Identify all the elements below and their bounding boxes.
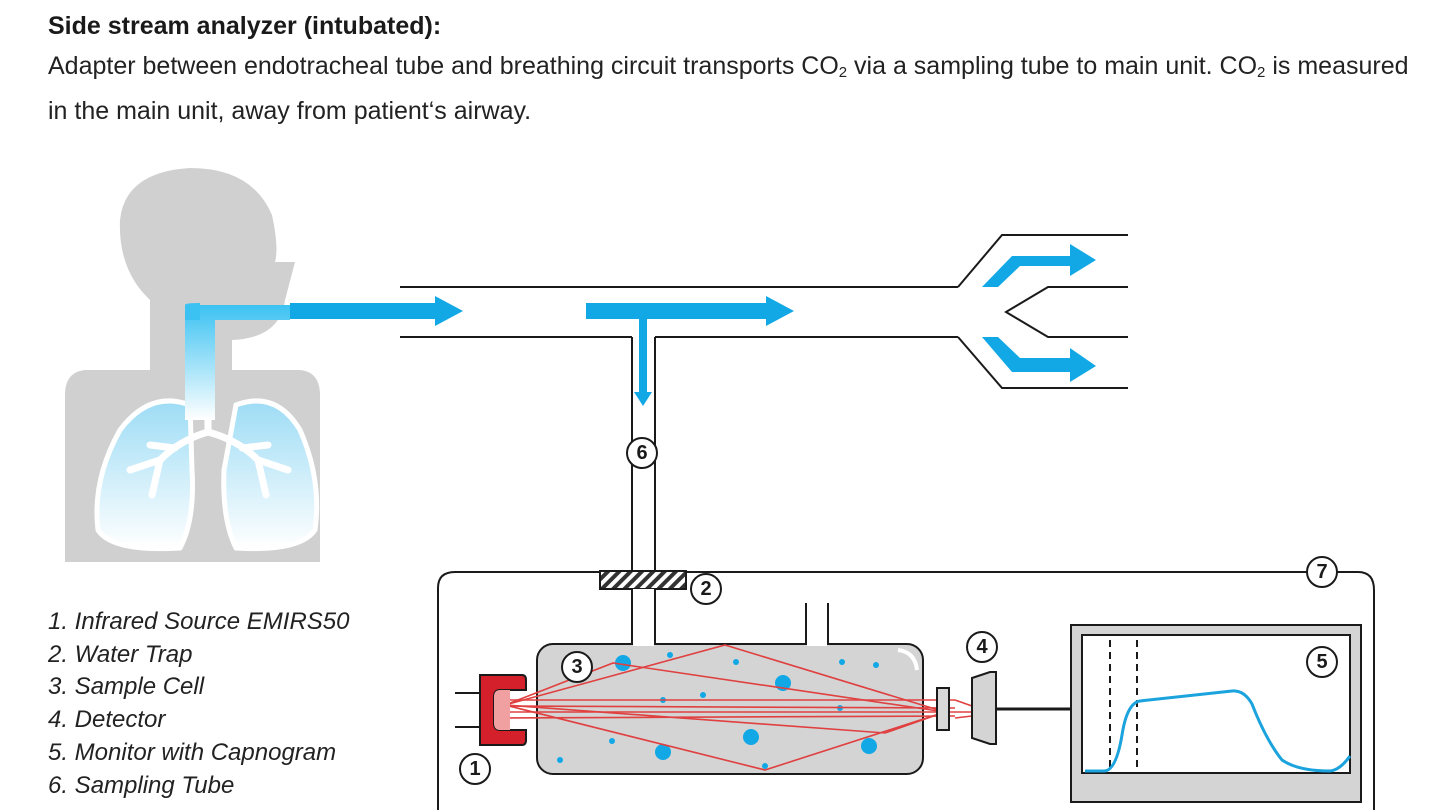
component-legend: 1. Infrared Source EMIRS50 2. Water Trap… [48, 606, 349, 802]
detector [971, 671, 997, 745]
infrared-beams [504, 644, 973, 771]
legend-item: 4. Detector [48, 706, 166, 734]
water-trap [599, 570, 687, 590]
description: Adapter between endotracheal tube and br… [48, 52, 1409, 125]
marker-7-main-unit: 7 [1306, 556, 1338, 588]
capnogram-waveform [1085, 689, 1352, 773]
marker-2-water-trap: 2 [690, 573, 722, 605]
main-unit-housing [437, 571, 1375, 810]
marker-3-sample-cell: 3 [561, 651, 593, 683]
breathing-circuit [400, 234, 1128, 572]
flow-arrow-patient [290, 296, 463, 326]
marker-4-detector: 4 [966, 631, 998, 663]
flow-arrow-branch-upper [982, 244, 1096, 287]
legend-item: 1. Infrared Source EMIRS50 [48, 608, 350, 635]
capnogram-monitor [1070, 624, 1362, 803]
co2-flow-arrows [290, 244, 1096, 406]
marker-1-infrared-source: 1 [459, 753, 491, 785]
flow-arrow-down [634, 319, 652, 406]
airway-gradient [185, 305, 290, 420]
legend-item: 2. Water Trap [48, 640, 193, 668]
sample-cell [536, 643, 924, 775]
optical-filter [936, 687, 950, 731]
marker-5-monitor: 5 [1306, 646, 1338, 678]
legend-item: 5. Monitor with Capnogram [48, 738, 337, 766]
infrared-source [455, 674, 527, 746]
page-title: Side stream analyzer (intubated): [48, 12, 442, 40]
lungs [94, 396, 320, 552]
flow-arrow-circuit [586, 296, 794, 326]
legend-item: 6. Sampling Tube [48, 771, 235, 799]
legend-item: 3. Sample Cell [48, 673, 205, 701]
co2-molecules [557, 652, 879, 769]
flow-arrow-branch-lower [982, 337, 1096, 382]
marker-6-sampling-tube: 6 [626, 437, 658, 469]
